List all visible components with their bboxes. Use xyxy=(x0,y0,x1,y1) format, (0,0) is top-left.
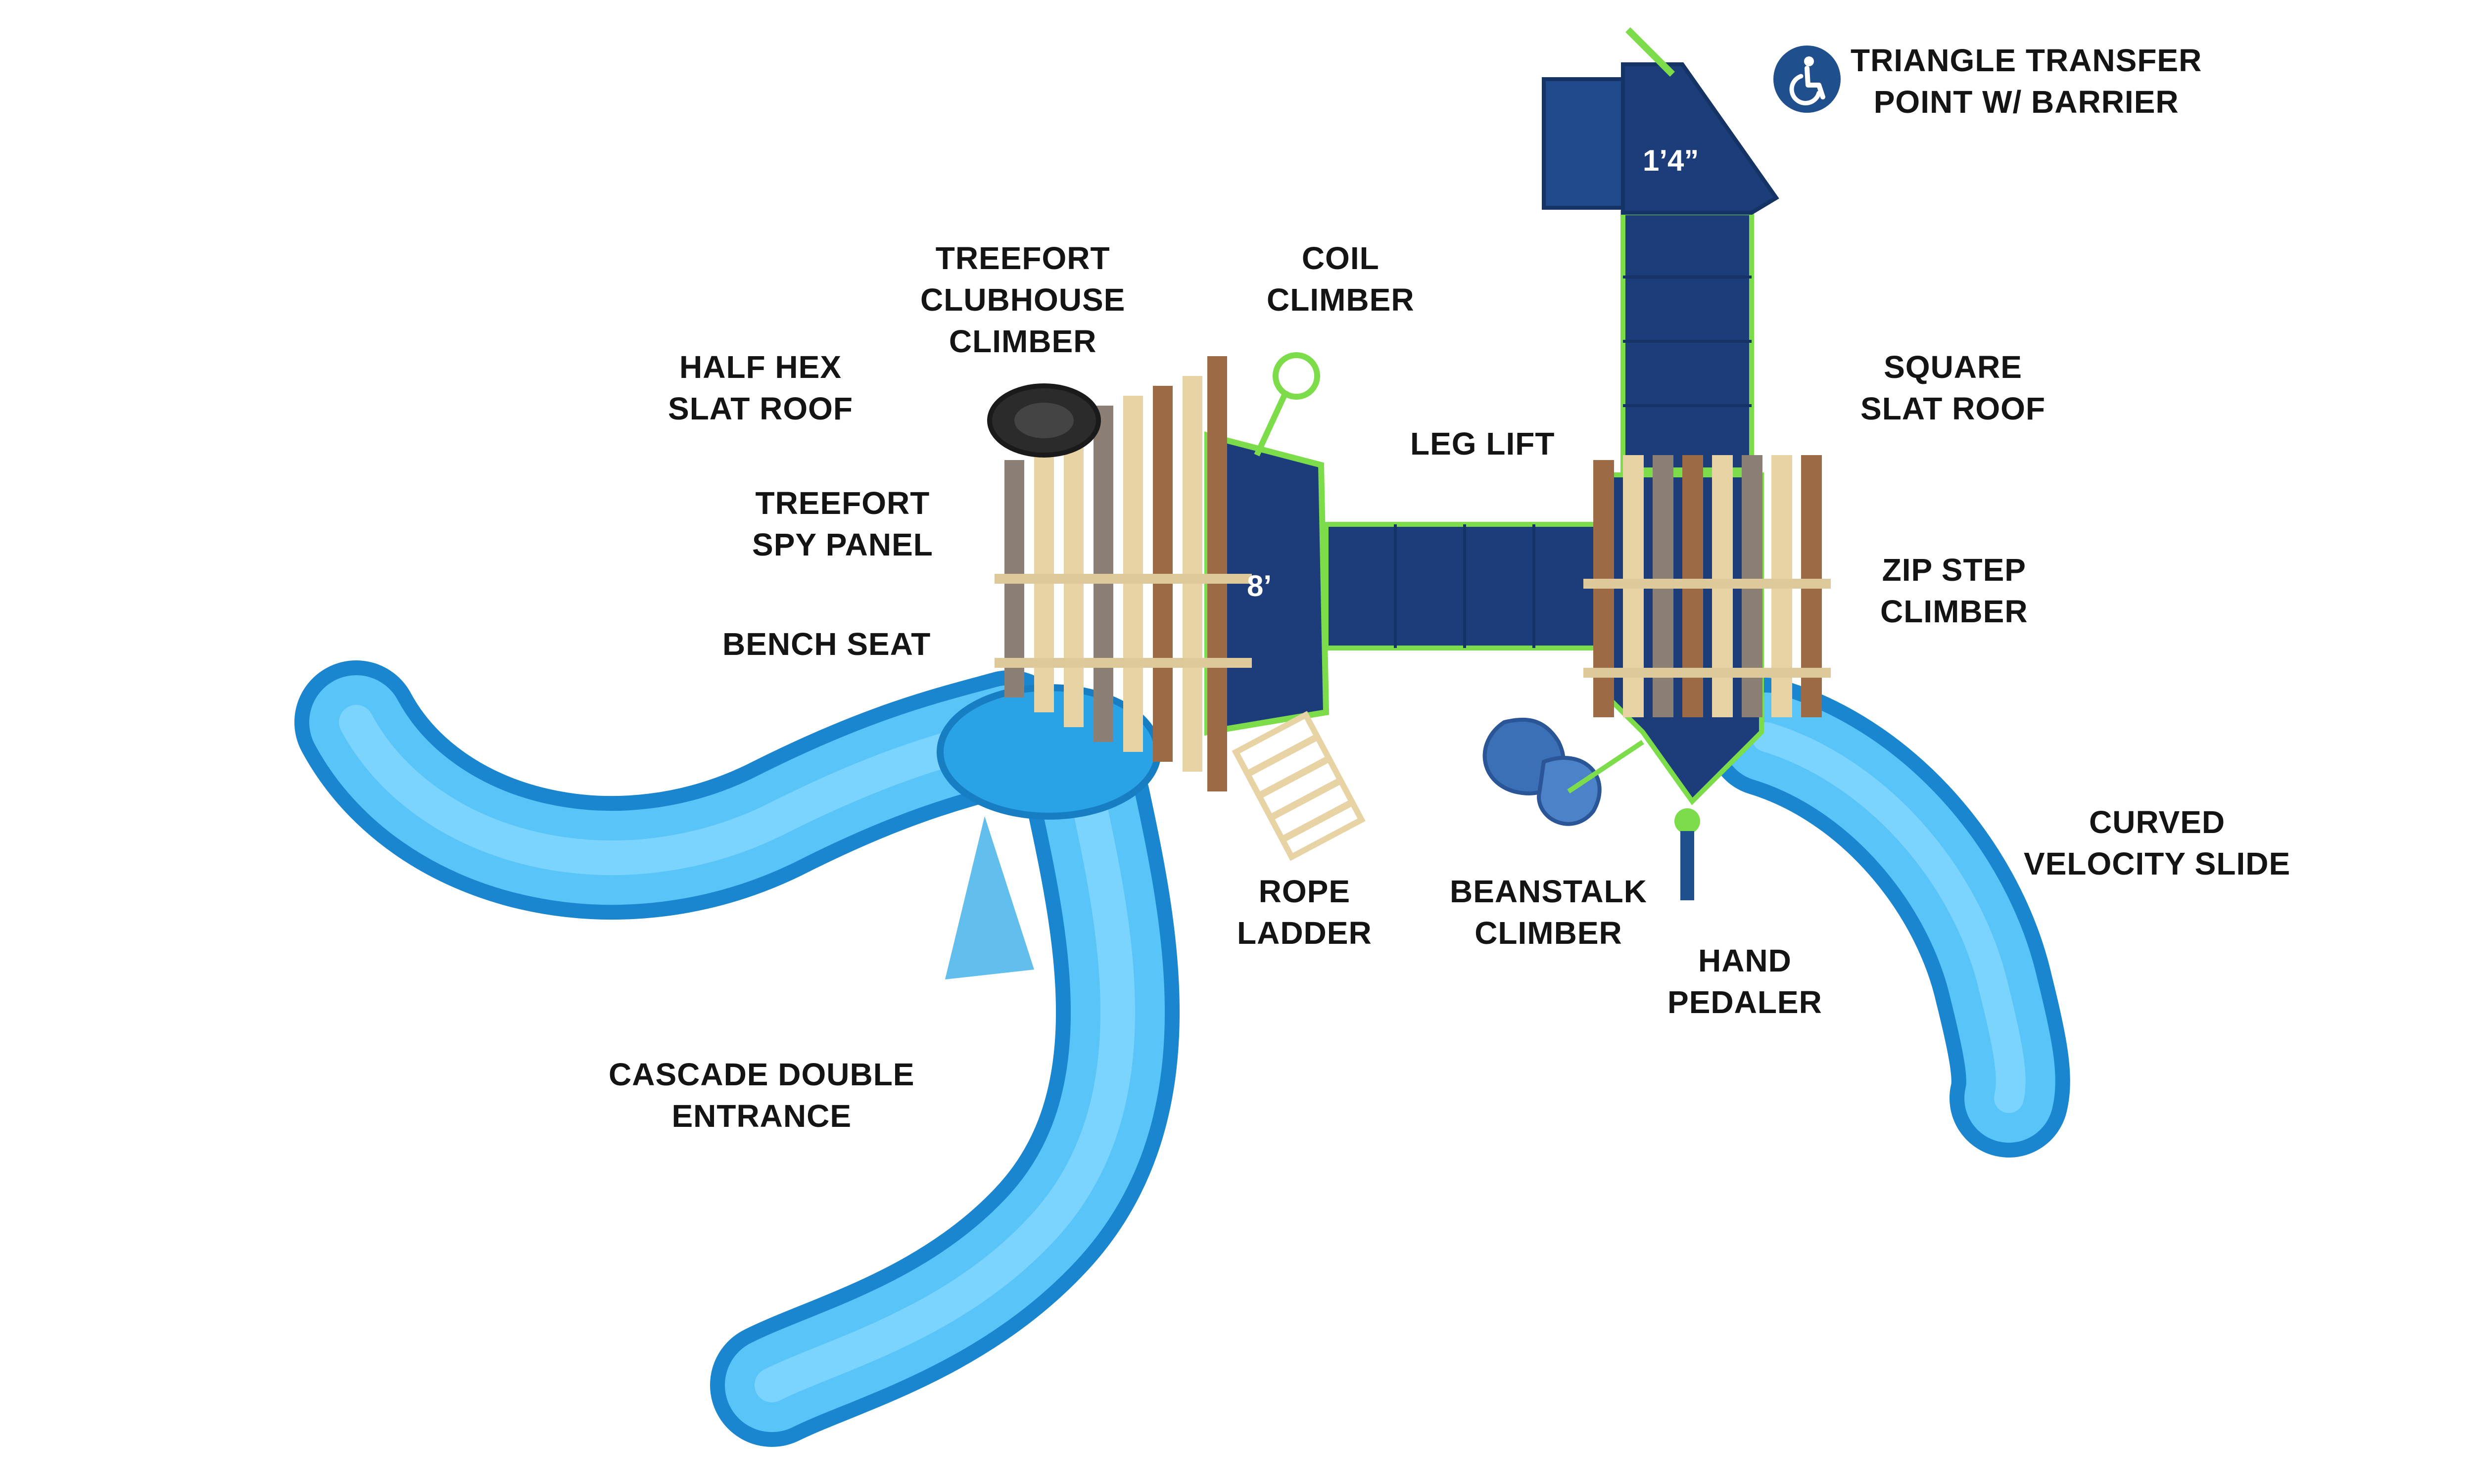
label-rope-ladder: ROPE LADDER xyxy=(1237,874,1372,951)
wheelchair-accessibility-icon xyxy=(1773,46,1841,113)
hand-pedaler xyxy=(1674,808,1700,900)
label-treefort-spy: TREEFORT SPY PANEL xyxy=(752,485,933,562)
curved-velocity-slide xyxy=(1707,678,2070,1158)
triangle-transfer-point xyxy=(1542,27,1779,215)
label-cascade: CASCADE DOUBLE ENTRANCE xyxy=(609,1057,915,1134)
label-zip-step: ZIP STEP CLIMBER xyxy=(1880,552,2028,629)
transfer-steps xyxy=(1620,210,1754,472)
half-hex-slat-roof xyxy=(995,356,1252,791)
label-hand-pedaler: HAND PEDALER xyxy=(1667,943,1822,1020)
leg-lift-platform xyxy=(1324,522,1606,650)
label-triangle-transfer: TRIANGLE TRANSFER POINT W/ BARRIER xyxy=(1851,43,2202,120)
label-treefort-clubhouse: TREEFORT CLUBHOUSE CLIMBER xyxy=(920,240,1126,359)
coil-climber xyxy=(1254,352,1320,457)
label-beanstalk: BEANSTALK CLIMBER xyxy=(1450,874,1647,951)
rope-ladder xyxy=(1232,711,1366,861)
label-curved-velocity: CURVED VELOCITY SLIDE xyxy=(2024,804,2291,881)
cascade-slide-down xyxy=(710,740,1180,1447)
deck-height-top: 1’4” xyxy=(1643,144,1699,177)
label-bench-seat: BENCH SEAT xyxy=(722,626,931,662)
square-slat-roof xyxy=(1583,455,1831,717)
label-square-slat-roof: SQUARE SLAT ROOF xyxy=(1860,349,2046,426)
deck-height-left: 8’ xyxy=(1247,569,1272,603)
label-leg-lift: LEG LIFT xyxy=(1410,426,1555,462)
treefort-clubhouse-climber xyxy=(987,383,1101,458)
label-coil-climber: COIL CLIMBER xyxy=(1267,240,1415,318)
beanstalk-climber xyxy=(1482,717,1644,826)
label-half-hex: HALF HEX SLAT ROOF xyxy=(668,349,853,426)
cascade-slide-left xyxy=(294,660,1071,920)
